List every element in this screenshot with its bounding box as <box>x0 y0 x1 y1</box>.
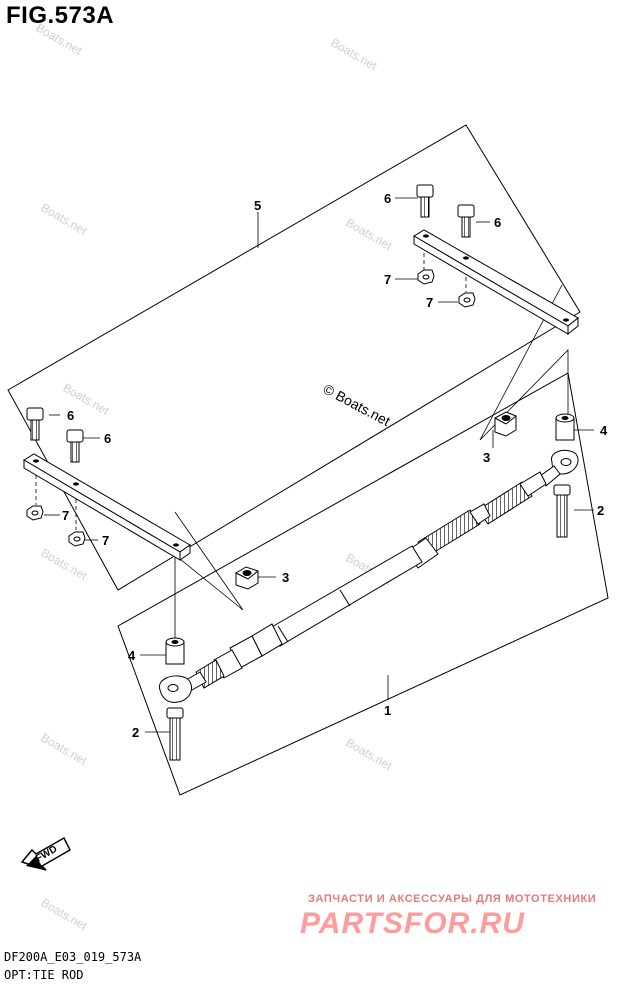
callout-4: 4 <box>128 648 136 663</box>
callout-2: 2 <box>132 725 139 740</box>
callout-7: 7 <box>384 272 391 287</box>
callout-3: 3 <box>483 450 490 465</box>
callout-4: 4 <box>600 423 608 438</box>
upper-panel <box>7 124 581 591</box>
watermark-text: Boats.net <box>39 730 90 768</box>
lower-panel <box>117 372 609 796</box>
nut-7 <box>68 531 86 547</box>
spacer-4 <box>555 413 575 441</box>
figure-code: DF200A_E03_019_573A <box>4 950 142 964</box>
watermark-text: Boats.net <box>329 35 380 73</box>
callout-6: 6 <box>384 191 391 206</box>
watermark-text: Boats.net <box>34 20 85 58</box>
lock-nuts <box>235 411 517 590</box>
nuts <box>26 269 476 547</box>
bracket-upper-left <box>23 453 191 561</box>
callout-7: 7 <box>62 508 69 523</box>
figure-title: FIG.573A <box>6 2 115 29</box>
bolt-2 <box>166 707 184 761</box>
tie-rod-assembly <box>158 449 579 703</box>
callout-6: 6 <box>67 408 74 423</box>
watermark-text: Boats.net <box>39 200 90 238</box>
nut-7 <box>417 269 435 285</box>
callout-7: 7 <box>426 295 433 310</box>
watermarks: Boats.net Boats.net Boats.net Boats.net … <box>34 20 395 933</box>
promo-logo: PARTSFOR.RU <box>300 907 525 940</box>
spacer-4 <box>165 637 185 665</box>
bolt-6 <box>26 407 44 441</box>
callout-3: 3 <box>282 570 289 585</box>
panel-outlines <box>7 124 609 796</box>
locknut-3 <box>235 566 259 590</box>
callout-2: 2 <box>597 503 604 518</box>
watermark-text: Boats.net <box>39 545 90 583</box>
callout-5: 5 <box>254 198 261 213</box>
bracket-upper-right <box>413 229 579 336</box>
bolt-6 <box>416 184 434 218</box>
bolt-2 <box>553 484 571 538</box>
fwd-arrow-icon: FWD <box>20 836 71 871</box>
center-watermark: © Boats.net <box>321 381 393 430</box>
watermark-text: Boats.net <box>344 215 395 253</box>
nut-7 <box>458 292 476 308</box>
spacers <box>165 413 575 665</box>
callouts: 5 6 6 7 7 6 6 7 7 3 3 4 4 2 2 1 <box>62 191 608 740</box>
leader-lines <box>35 197 594 733</box>
bolts <box>26 184 571 761</box>
callout-6: 6 <box>494 215 501 230</box>
promo-tagline: ЗАПЧАСТИ И АКСЕССУАРЫ ДЛЯ МОТОТЕХНИКИ <box>308 893 597 905</box>
watermark-text: Boats.net <box>39 895 90 933</box>
callout-7: 7 <box>102 533 109 548</box>
bolt-6 <box>66 429 84 463</box>
figure-caption: OPT:TIE ROD <box>4 968 84 982</box>
watermark-text: Boats.net <box>344 735 395 773</box>
nut-7 <box>26 505 44 521</box>
callout-1: 1 <box>384 703 391 718</box>
locknut-3 <box>494 411 517 437</box>
callout-6: 6 <box>104 431 111 446</box>
bolt-6 <box>457 204 475 238</box>
